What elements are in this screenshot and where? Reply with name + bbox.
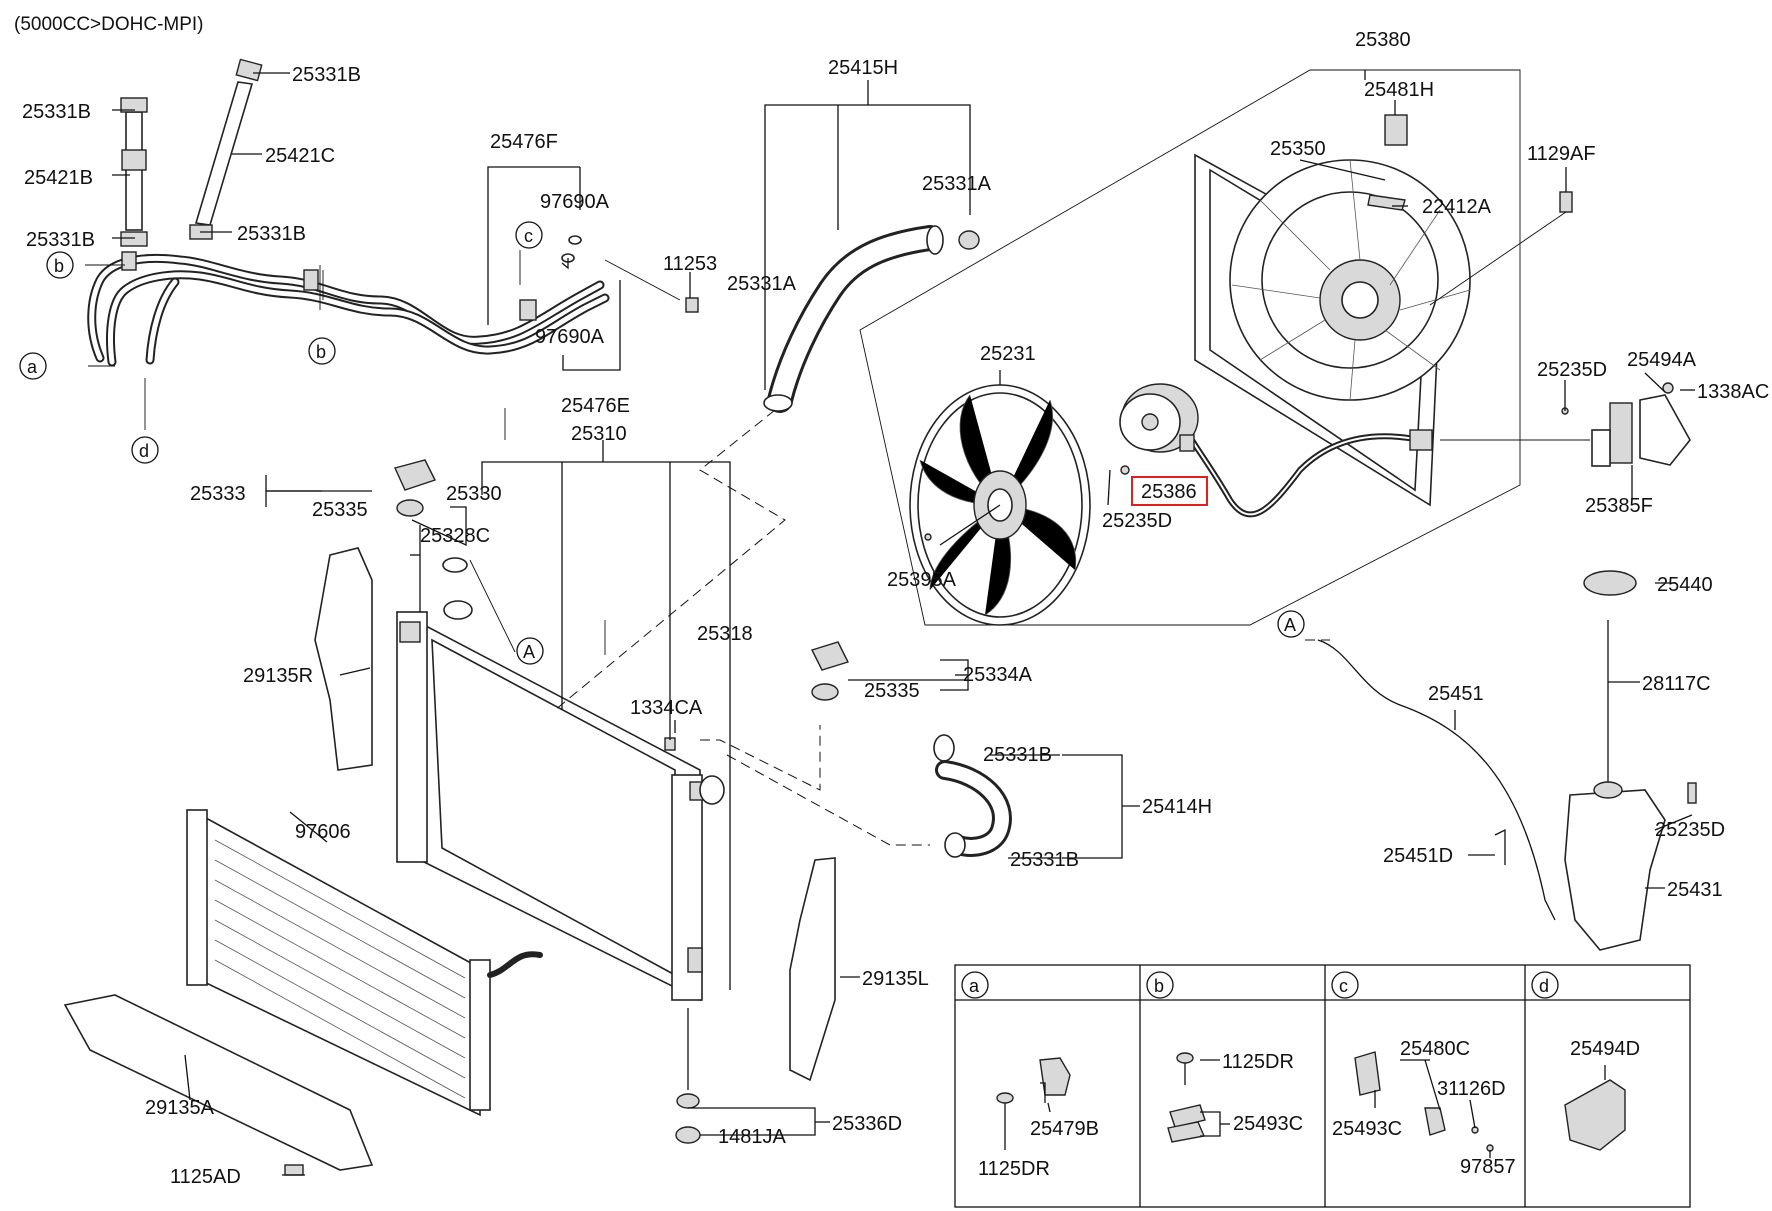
part-25335-label[interactable]: 25335	[864, 680, 920, 702]
part-25440-label[interactable]: 25440	[1657, 574, 1713, 596]
part-29135L-label[interactable]: 29135L	[862, 968, 929, 990]
part-1129AF-label[interactable]: 1129AF	[1527, 143, 1596, 165]
part-25310-label[interactable]: 25310	[571, 423, 627, 445]
clip-legend-table	[954, 964, 1691, 1208]
air-guards	[63, 547, 836, 1171]
part-25421C-label[interactable]: 25421C	[265, 145, 335, 167]
callout-b-2: b	[316, 342, 326, 362]
legend-header-d: d	[1539, 976, 1549, 996]
part-25333-label[interactable]: 25333	[190, 483, 246, 505]
part-25380-label[interactable]: 25380	[1355, 29, 1411, 51]
part-25328C-label[interactable]: 25328C	[420, 525, 490, 547]
part-25385F-label[interactable]: 25385F	[1585, 495, 1653, 517]
ac-condenser	[186, 809, 543, 1117]
dashed-reference-lines	[554, 409, 1330, 846]
part-25451D-label[interactable]: 25451D	[1383, 845, 1453, 867]
part-25476E-label[interactable]: 25476E	[561, 395, 630, 417]
part-25386-label[interactable]: 25386	[1141, 481, 1197, 503]
part-25331B-label[interactable]: 25331B	[237, 223, 306, 245]
engine-spec-header: (5000CC>DOHC-MPI)	[14, 14, 204, 35]
part-25331B-label[interactable]: 25331B	[22, 101, 91, 123]
part-28117C-label[interactable]: 28117C	[1642, 673, 1711, 695]
part-97857-label[interactable]: 97857	[1460, 1156, 1516, 1178]
legend-header-c: c	[1339, 976, 1348, 996]
callout-A-reservoir: A	[1284, 615, 1296, 635]
part-25231-label[interactable]: 25231	[980, 343, 1036, 365]
callout-circles: b a d b c A A a b c d	[19, 221, 1559, 999]
part-31126D-label[interactable]: 31126D	[1437, 1078, 1506, 1100]
hose-pipe-assembly	[87, 58, 699, 367]
part-25235D-label[interactable]: 25235D	[1655, 819, 1725, 841]
part-1338AC-label[interactable]: 1338AC	[1697, 381, 1769, 403]
part-25235D-label[interactable]: 25235D	[1537, 359, 1607, 381]
part-25331B-label[interactable]: 25331B	[26, 229, 95, 251]
part-25494A-label[interactable]: 25494A	[1627, 349, 1697, 371]
callout-d: d	[139, 441, 149, 461]
part-97606-label[interactable]: 97606	[295, 821, 351, 843]
part-25476F-label[interactable]: 25476F	[490, 131, 558, 153]
fan-motor	[1119, 383, 1199, 475]
part-25451-label[interactable]: 25451	[1428, 683, 1484, 705]
part-25331B-label[interactable]: 25331B	[292, 64, 361, 86]
part-1481JA-label[interactable]: 1481JA	[718, 1126, 786, 1148]
part-1125DR-label[interactable]: 1125DR	[978, 1158, 1050, 1180]
part-number-labels: 25331B 25331B 25421B 25421C 25331B 25331…	[22, 29, 1769, 1188]
part-29135R-label[interactable]: 29135R	[243, 665, 313, 687]
part-25335-label[interactable]: 25335	[312, 499, 368, 521]
callout-A-radiator: A	[523, 642, 535, 662]
leader-lines	[85, 70, 1695, 1176]
selected-part-highlight	[1131, 476, 1208, 506]
part-25493C-label[interactable]: 25493C	[1233, 1113, 1303, 1135]
fan-connector	[1440, 382, 1691, 467]
part-25415H-label[interactable]: 25415H	[828, 57, 898, 79]
part-25493C-label[interactable]: 25493C	[1332, 1118, 1402, 1140]
part-25331B-label[interactable]: 25331B	[983, 744, 1052, 766]
part-1334CA-label[interactable]: 1334CA	[630, 697, 703, 719]
part-25494D-label[interactable]: 25494D	[1570, 1038, 1640, 1060]
part-25480C-label[interactable]: 25480C	[1400, 1038, 1470, 1060]
part-25481H-label[interactable]: 25481H	[1364, 79, 1434, 101]
legend-header-a: a	[969, 976, 980, 996]
part-25331B-label[interactable]: 25331B	[1010, 849, 1079, 871]
part-25334A-label[interactable]: 25334A	[963, 664, 1033, 686]
part-25331A-label[interactable]: 25331A	[727, 273, 797, 295]
callout-b-1: b	[54, 256, 64, 276]
upper-radiator-hose	[763, 225, 980, 413]
part-1125AD-label[interactable]: 1125AD	[170, 1166, 241, 1188]
radiator-caps	[284, 459, 1012, 1176]
part-97690A-label[interactable]: 97690A	[540, 191, 610, 213]
fan-shroud-assembly	[859, 69, 1573, 626]
part-1125DR-label[interactable]: 1125DR	[1222, 1051, 1294, 1073]
part-25235D-label[interactable]: 25235D	[1102, 510, 1172, 532]
part-25336D-label[interactable]: 25336D	[832, 1113, 902, 1135]
part-29135A-label[interactable]: 29135A	[145, 1097, 215, 1119]
part-25431-label[interactable]: 25431	[1667, 879, 1723, 901]
part-22412A-label[interactable]: 22412A	[1422, 196, 1492, 218]
part-25330-label[interactable]: 25330	[446, 483, 502, 505]
callout-c: c	[524, 226, 533, 246]
part-25414H-label[interactable]: 25414H	[1142, 796, 1212, 818]
part-11253-label[interactable]: 11253	[663, 253, 717, 275]
part-97690A-label[interactable]: 97690A	[535, 326, 605, 348]
coolant-reservoir	[1317, 570, 1697, 951]
radiator-core	[396, 611, 725, 1002]
part-25350-label[interactable]: 25350	[1270, 138, 1326, 160]
part-25421B-label[interactable]: 25421B	[24, 167, 93, 189]
part-25331A-label[interactable]: 25331A	[922, 173, 992, 195]
legend-header-b: b	[1154, 976, 1164, 996]
part-25479B-label[interactable]: 25479B	[1030, 1118, 1099, 1140]
callout-a: a	[27, 357, 38, 377]
part-25395A-label[interactable]: 25395A	[887, 569, 957, 591]
part-25318-label[interactable]: 25318	[697, 623, 753, 645]
